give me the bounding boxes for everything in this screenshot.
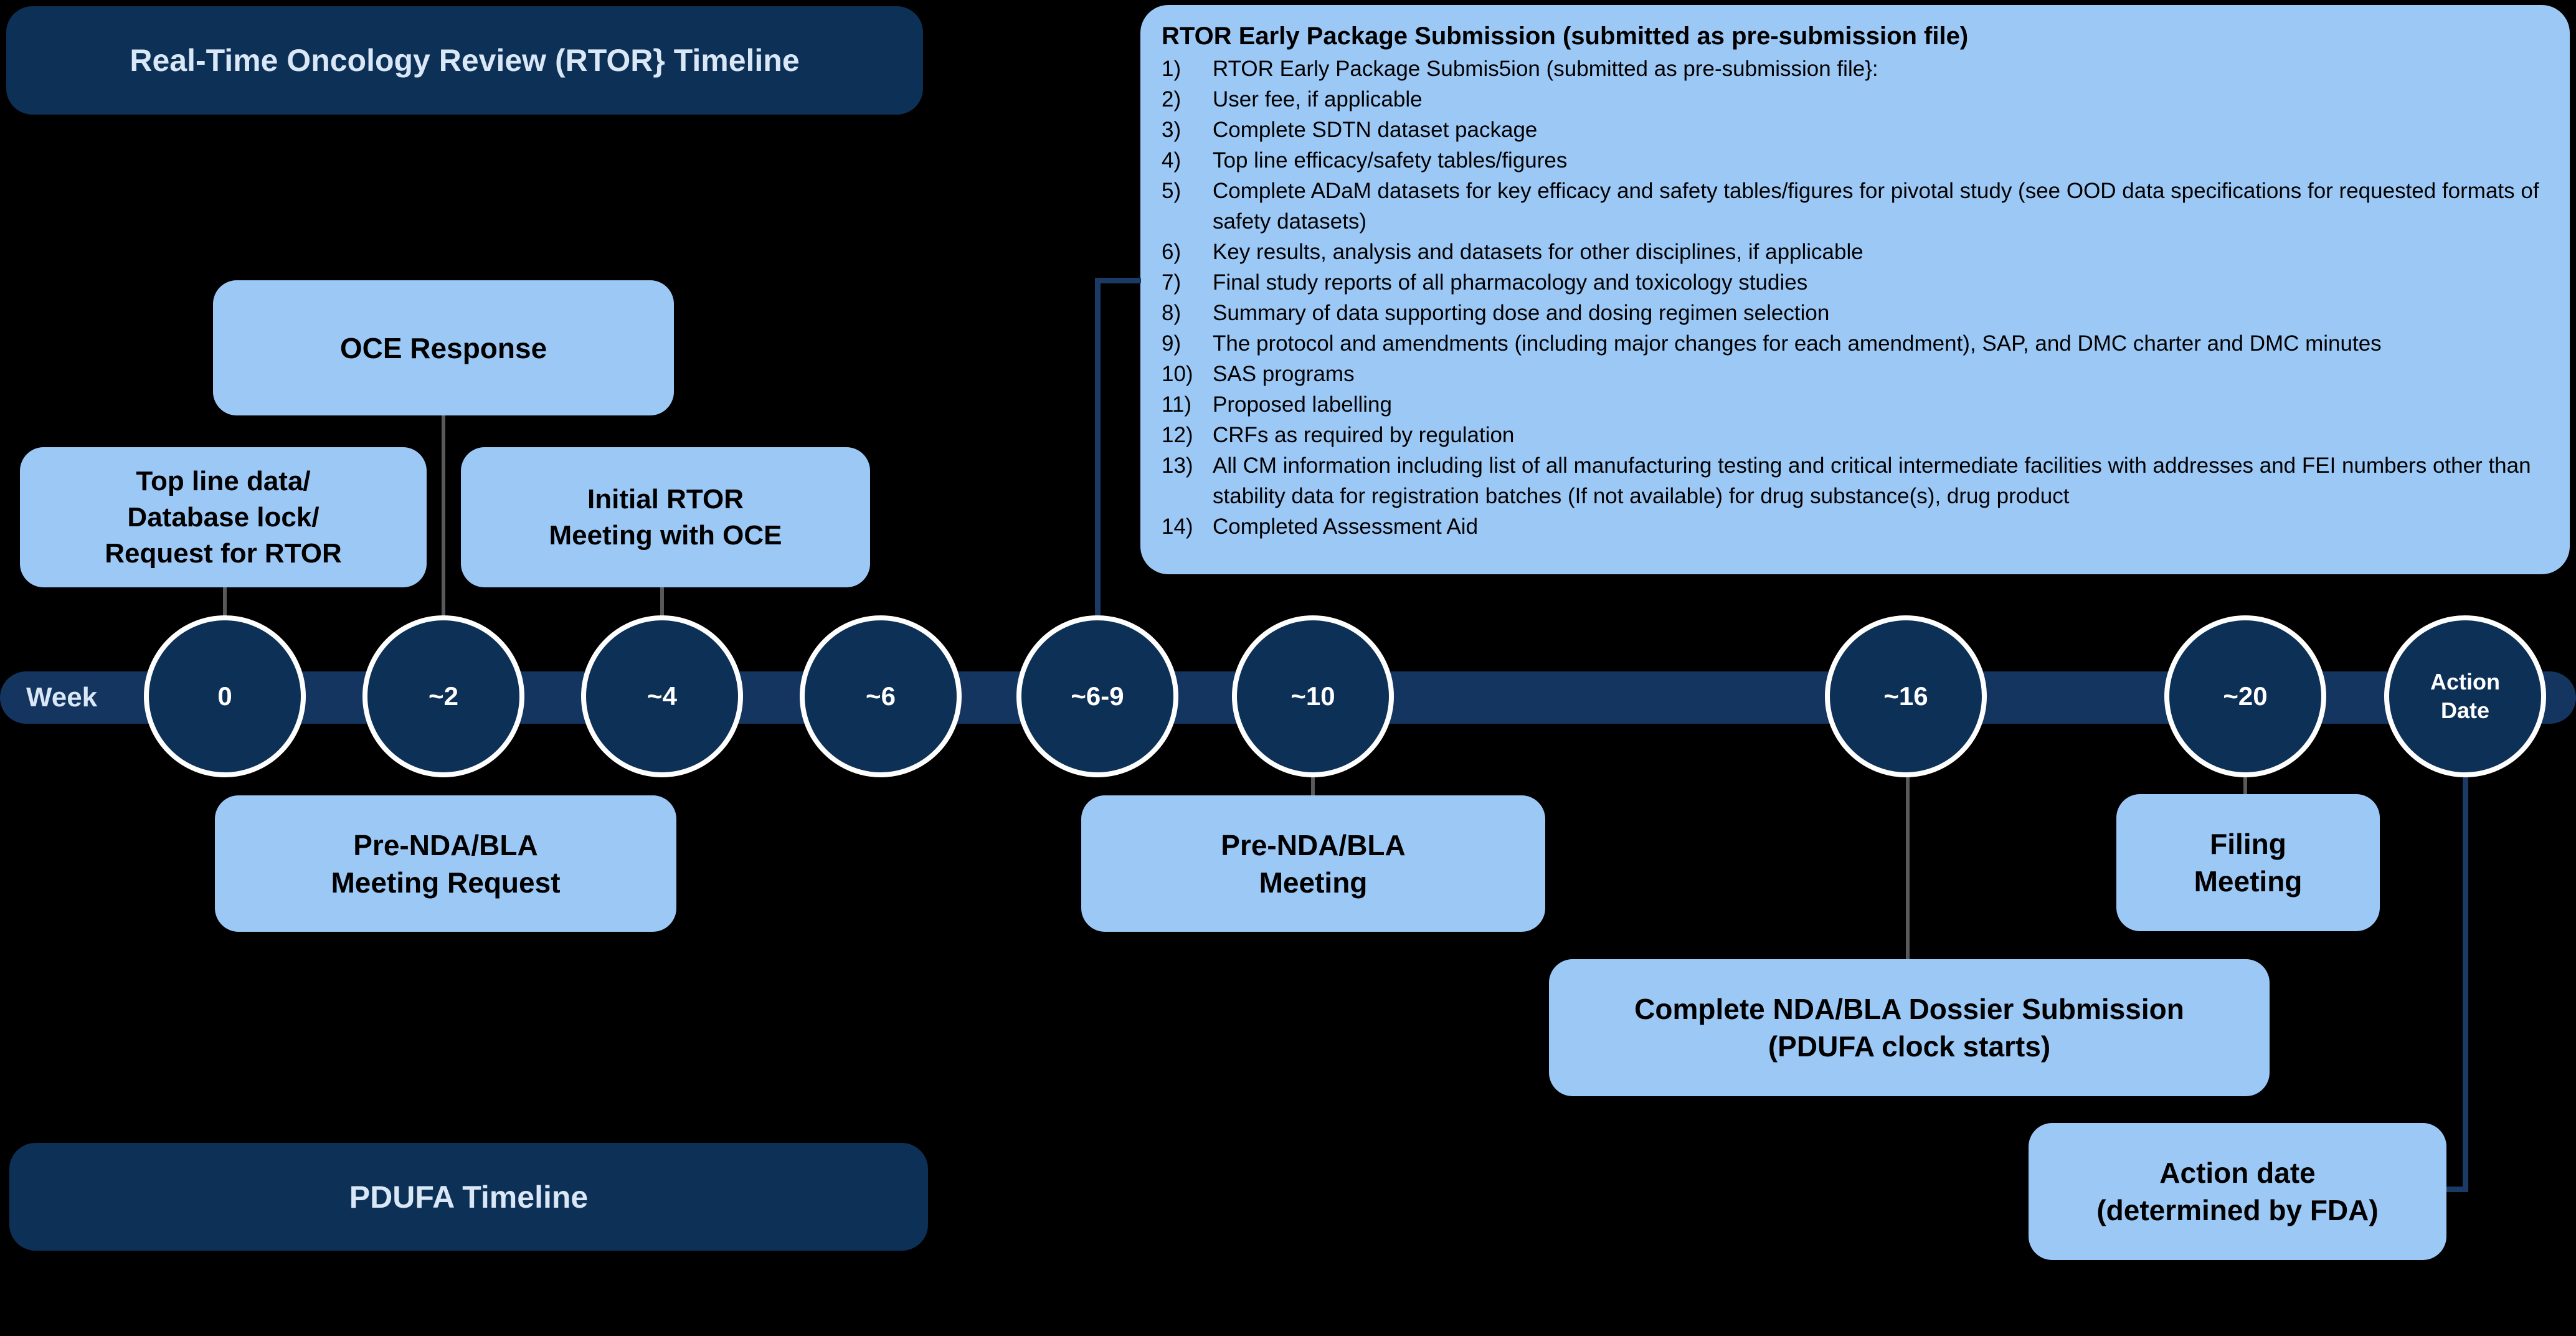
item-number: 5) (1162, 179, 1181, 203)
milestone-label: ~10 (1290, 681, 1335, 711)
milestone-circle-week2: ~2 (362, 615, 524, 777)
item-number: 13) (1162, 453, 1193, 478)
milestone-label: ~20 (2223, 681, 2268, 711)
connector-oce-week2 (442, 415, 445, 616)
item-number: 12) (1162, 423, 1193, 447)
pre-nda-bla-meeting-box: Pre-NDA/BLA Meeting (1081, 795, 1545, 932)
list-item-12: 12) CRFs as required by regulation (1162, 420, 2546, 450)
week-axis-label: Week (26, 682, 98, 713)
rtor-timeline-title-box: Real-Time Oncology Review (RTOR} Timelin… (6, 6, 923, 115)
milestone-label: 0 (217, 681, 232, 711)
action-date-box: Action date (determined by FDA) (2029, 1123, 2446, 1260)
list-item-8: 8) Summary of data supporting dose and do… (1162, 298, 2546, 328)
milestone-circle-week0: 0 (144, 615, 306, 777)
connector-actiondate-horizontal (2445, 1187, 2468, 1192)
list-item-6: 6) Key results, analysis and datasets for… (1162, 237, 2546, 267)
milestone-label: ~4 (647, 681, 677, 711)
list-item-1: 1) RTOR Early Package Submis5ion (submitt… (1162, 54, 2546, 84)
pdufa-timeline-title: PDUFA Timeline (349, 1179, 589, 1215)
milestone-label: ~16 (1883, 681, 1928, 711)
milestone-label: ~6-9 (1071, 681, 1124, 711)
pre-nda-bla-meeting-request-box: Pre-NDA/BLA Meeting Request (215, 795, 676, 932)
connector-week16-dossier (1906, 777, 1910, 960)
item-text: CRFs as required by regulation (1213, 423, 1515, 447)
top-line-data-label: Top line data/ Database lock/ Request fo… (105, 465, 342, 569)
list-item-14: 14) Completed Assessment Aid (1162, 511, 2546, 542)
complete-dossier-submission-label: Complete NDA/BLA Dossier Submission (PDU… (1634, 993, 2184, 1063)
item-number: 6) (1162, 240, 1181, 264)
item-number: 2) (1162, 87, 1181, 111)
filing-meeting-box: Filing Meeting (2116, 794, 2380, 931)
item-text: The protocol and amendments (including m… (1213, 331, 2382, 356)
list-item-10: 10) SAS programs (1162, 359, 2546, 389)
connector-actiondate-vertical (2463, 777, 2468, 1192)
milestone-circle-week10: ~10 (1232, 615, 1394, 777)
item-number: 9) (1162, 331, 1181, 356)
item-text: All CM information including list of all… (1213, 453, 2531, 508)
pdufa-timeline-title-box: PDUFA Timeline (9, 1143, 928, 1251)
item-text: Top line efficacy/safety tables/figures (1213, 148, 1568, 173)
filing-meeting-label: Filing Meeting (2194, 828, 2303, 898)
item-text: Completed Assessment Aid (1213, 514, 1479, 539)
item-number: 11) (1162, 392, 1191, 417)
milestone-circle-action-date: Action Date (2384, 615, 2546, 777)
milestone-label: Action Date (2430, 669, 2500, 723)
item-text: SAS programs (1213, 362, 1355, 386)
initial-rtor-meeting-label: Initial RTOR Meeting with OCE (549, 483, 782, 551)
oce-response-label: OCE Response (339, 331, 547, 364)
item-text: Complete ADaM datasets for key efficacy … (1213, 179, 2539, 234)
list-item-9: 9) The protocol and amendments (including… (1162, 328, 2546, 359)
connector-topline-week0 (223, 587, 227, 616)
list-item-5: 5) Complete ADaM datasets for key efficac… (1162, 176, 2546, 237)
milestone-circle-week6-9: ~6-9 (1016, 615, 1178, 777)
item-text: Final study reports of all pharmacology … (1213, 270, 1808, 295)
milestone-label: ~2 (429, 681, 458, 711)
item-number: 3) (1162, 118, 1181, 142)
early-package-title: RTOR Early Package Submission (submitted… (1162, 22, 1969, 50)
list-item-4: 4) Top line efficacy/safety tables/figure… (1162, 145, 2546, 176)
pre-nda-bla-meeting-label: Pre-NDA/BLA Meeting (1221, 828, 1406, 899)
pre-nda-bla-meeting-request-label: Pre-NDA/BLA Meeting Request (331, 828, 561, 899)
list-item-3: 3) Complete SDTN dataset package (1162, 115, 2546, 145)
early-package-box: RTOR Early Package Submission (submitted… (1140, 5, 2570, 574)
connector-initial-week4 (660, 587, 664, 616)
item-number: 1) (1162, 57, 1181, 81)
milestone-circle-week20: ~20 (2164, 615, 2326, 777)
item-text: User fee, if applicable (1213, 87, 1423, 111)
item-number: 4) (1162, 148, 1181, 173)
item-number: 8) (1162, 301, 1181, 325)
action-date-label: Action date (determined by FDA) (2096, 1157, 2379, 1226)
item-text: RTOR Early Package Submis5ion (submitted… (1213, 57, 1878, 81)
oce-response-box: OCE Response (213, 280, 674, 415)
connector-earlybox-week6-9-horizontal (1095, 278, 1141, 283)
milestone-circle-week16: ~16 (1825, 615, 1987, 777)
early-package-list: 1) RTOR Early Package Submis5ion (submitt… (1162, 54, 2546, 542)
milestone-label: ~6 (866, 681, 896, 711)
item-text: Complete SDTN dataset package (1213, 118, 1538, 142)
item-text: Key results, analysis and datasets for o… (1213, 240, 1863, 264)
list-item-7: 7) Final study reports of all pharmacolog… (1162, 267, 2546, 298)
initial-rtor-meeting-box: Initial RTOR Meeting with OCE (461, 447, 870, 587)
milestone-circle-week4: ~4 (581, 615, 743, 777)
connector-week10-meeting (1311, 777, 1315, 796)
connector-earlybox-week6-9-vertical (1095, 278, 1101, 616)
item-text: Proposed labelling (1213, 392, 1392, 417)
rtor-timeline-title: Real-Time Oncology Review (RTOR} Timelin… (130, 43, 800, 78)
top-line-data-box: Top line data/ Database lock/ Request fo… (20, 447, 427, 587)
milestone-circle-week6: ~6 (800, 615, 962, 777)
item-text: Summary of data supporting dose and dosi… (1213, 301, 1830, 325)
list-item-11: 11) Proposed labelling (1162, 389, 2546, 420)
complete-dossier-submission-box: Complete NDA/BLA Dossier Submission (PDU… (1549, 959, 2270, 1096)
list-item-2: 2) User fee, if applicable (1162, 84, 2546, 115)
connector-week20-filing (2243, 777, 2247, 795)
list-item-13: 13) All CM information including list of … (1162, 450, 2546, 511)
item-number: 7) (1162, 270, 1181, 295)
item-number: 10) (1162, 362, 1193, 386)
item-number: 14) (1162, 514, 1193, 539)
